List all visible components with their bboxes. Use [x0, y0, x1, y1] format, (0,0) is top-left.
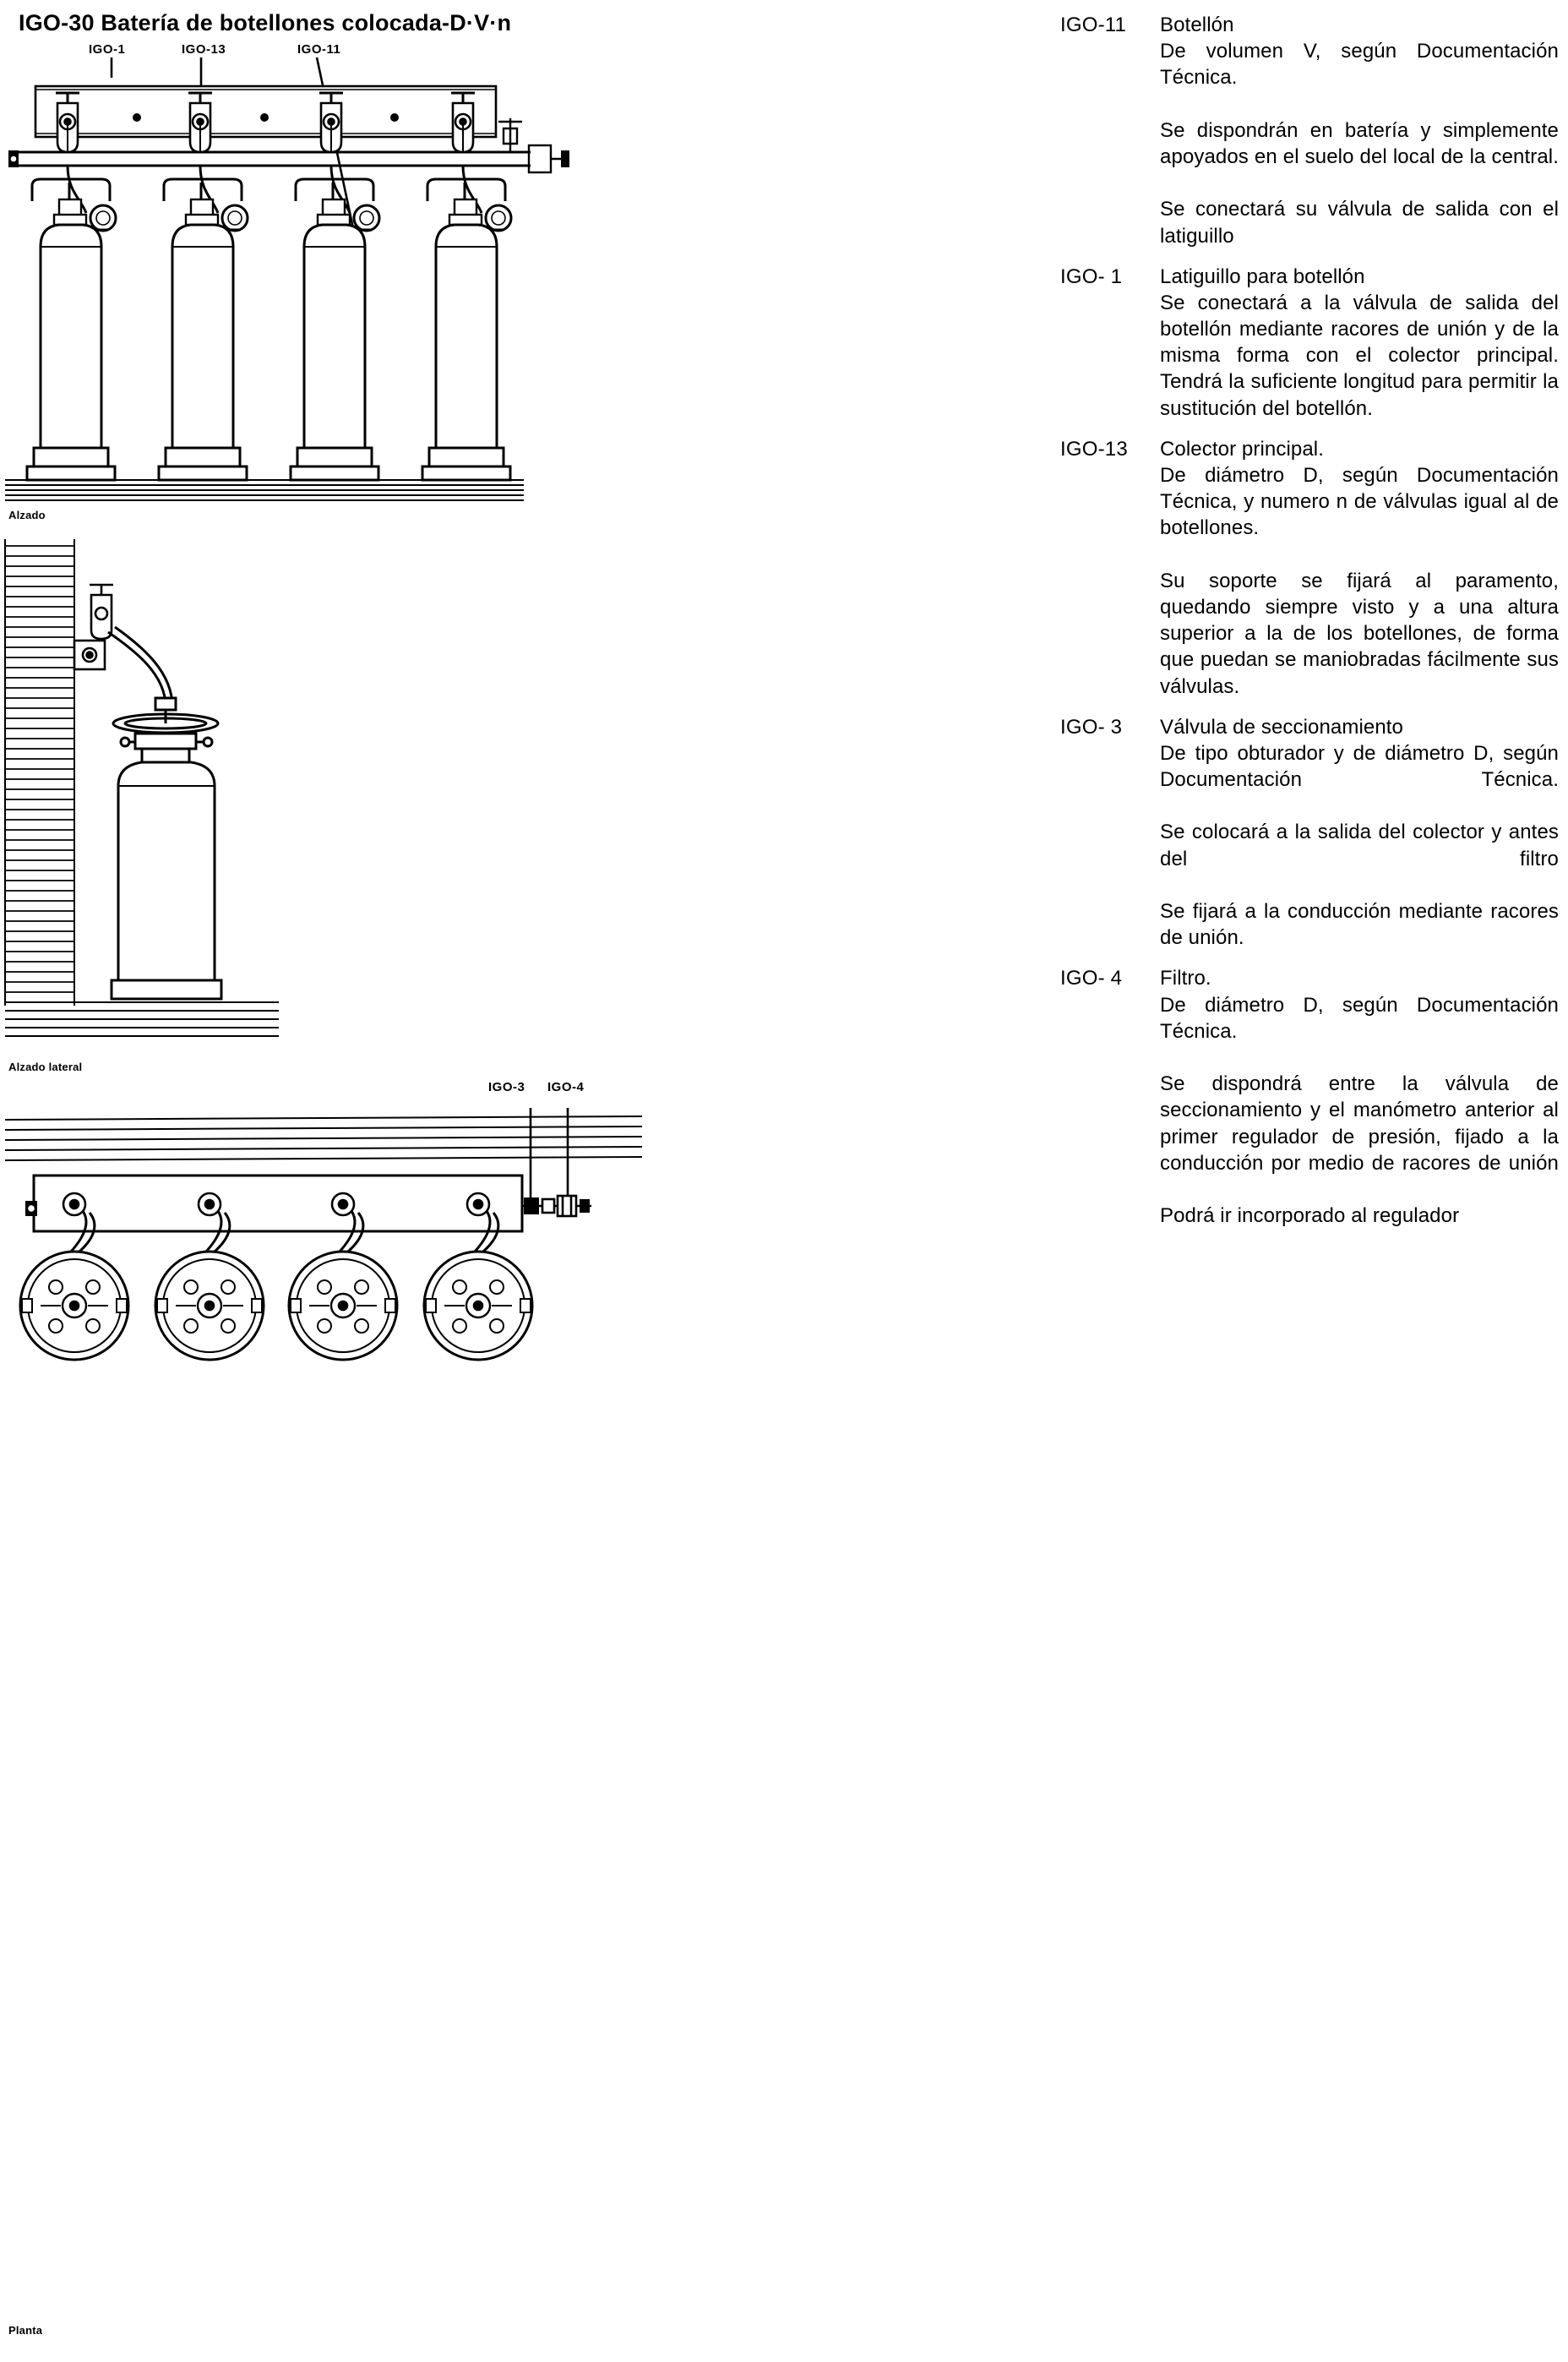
- spec-code: IGO- 1: [1060, 265, 1123, 288]
- floor-hatching-alzado: [5, 479, 524, 501]
- wall-hatching-planta: [4, 1116, 643, 1161]
- spec-body: Se conectará a la válvula de salida del …: [1160, 290, 1559, 422]
- spec-code: IGO-11: [1060, 14, 1127, 36]
- spec-paragraph: Se dispondrán en batería y simplemente a…: [1160, 118, 1559, 168]
- callout-label-igo-1: IGO-1: [89, 42, 126, 57]
- spec-body: De diámetro D, según Documentación Técni…: [1160, 462, 1559, 700]
- spec-paragraph: Podrá ir incorporado al regulador: [1160, 1204, 1460, 1228]
- callout-label-igo-13: IGO-13: [182, 42, 226, 57]
- spec-paragraph: De tipo obturador y de diámetro D, según…: [1160, 741, 1559, 792]
- spec-paragraph: Se conectará a la válvula de salida del …: [1160, 291, 1559, 420]
- spec-code: IGO- 4: [1060, 967, 1123, 990]
- spec-title: Latiguillo para botellón: [1160, 265, 1365, 288]
- spec-body: De tipo obturador y de diámetro D, según…: [1160, 740, 1559, 952]
- floor-hatching-lateral: [5, 1001, 279, 1037]
- spec-entry-igo-4: IGO- 4 Filtro. De diámetro D, según Docu…: [1060, 965, 1559, 1229]
- spec-code: IGO- 3: [1060, 715, 1123, 739]
- spec-paragraph: Se colocará a la salida del colector y a…: [1160, 821, 1559, 870]
- component-spec-list: IGO-11 Botellón De volumen V, según Docu…: [1060, 12, 1559, 1243]
- drawing-planta: [4, 1108, 643, 1361]
- view-caption-planta: Planta: [8, 2324, 43, 2337]
- callout-label-igo-4: IGO-4: [547, 1080, 585, 1094]
- spec-body: De volumen V, según Documentación Técnic…: [1160, 38, 1559, 249]
- spec-paragraph: Se fijará a la conducción mediante racor…: [1160, 900, 1559, 950]
- spec-code: IGO-13: [1060, 437, 1128, 461]
- spec-title: Colector principal.: [1160, 437, 1324, 461]
- wall-hatching: [4, 539, 75, 1006]
- spec-paragraph: Se conectará su válvula de salida con el…: [1160, 198, 1559, 248]
- spec-entry-igo-3: IGO- 3 Válvula de seccionamiento De tipo…: [1060, 714, 1559, 952]
- spec-title: Válvula de seccionamiento: [1160, 715, 1404, 739]
- spec-paragraph: De volumen V, según Documentación Técnic…: [1160, 40, 1559, 90]
- spec-paragraph: Se dispondrá entre la válvula de seccion…: [1160, 1072, 1559, 1175]
- spec-entry-igo-11: IGO-11 Botellón De volumen V, según Docu…: [1060, 12, 1559, 249]
- spec-entry-igo-1: IGO- 1 Latiguillo para botellón Se conec…: [1060, 264, 1559, 422]
- technical-drawings-panel: IGO-1 IGO-13 IGO-11 IGO-3 IGO-4 Alzado A…: [0, 34, 701, 2349]
- spec-paragraph: Su soporte se fijará al paramento, queda…: [1160, 569, 1559, 698]
- spec-title: Filtro.: [1160, 967, 1211, 990]
- spec-entry-igo-13: IGO-13 Colector principal. De diámetro D…: [1060, 436, 1559, 700]
- callout-label-igo-3: IGO-3: [488, 1080, 525, 1094]
- page-title: IGO-30 Batería de botellones colocada-D·…: [19, 10, 512, 35]
- spec-paragraph: De diámetro D, según Documentación Técni…: [1160, 464, 1559, 540]
- spec-title: Botellón: [1160, 14, 1234, 36]
- view-caption-alzado-lateral: Alzado lateral: [8, 1061, 83, 1073]
- callout-label-igo-11: IGO-11: [297, 42, 341, 57]
- drawing-alzado: [5, 57, 569, 501]
- spec-body: De diámetro D, según Documentación Técni…: [1160, 992, 1559, 1230]
- view-caption-alzado: Alzado: [8, 509, 46, 521]
- spec-paragraph: De diámetro D, según Documentación Técni…: [1160, 993, 1559, 1043]
- drawing-alzado-lateral: [4, 539, 279, 1037]
